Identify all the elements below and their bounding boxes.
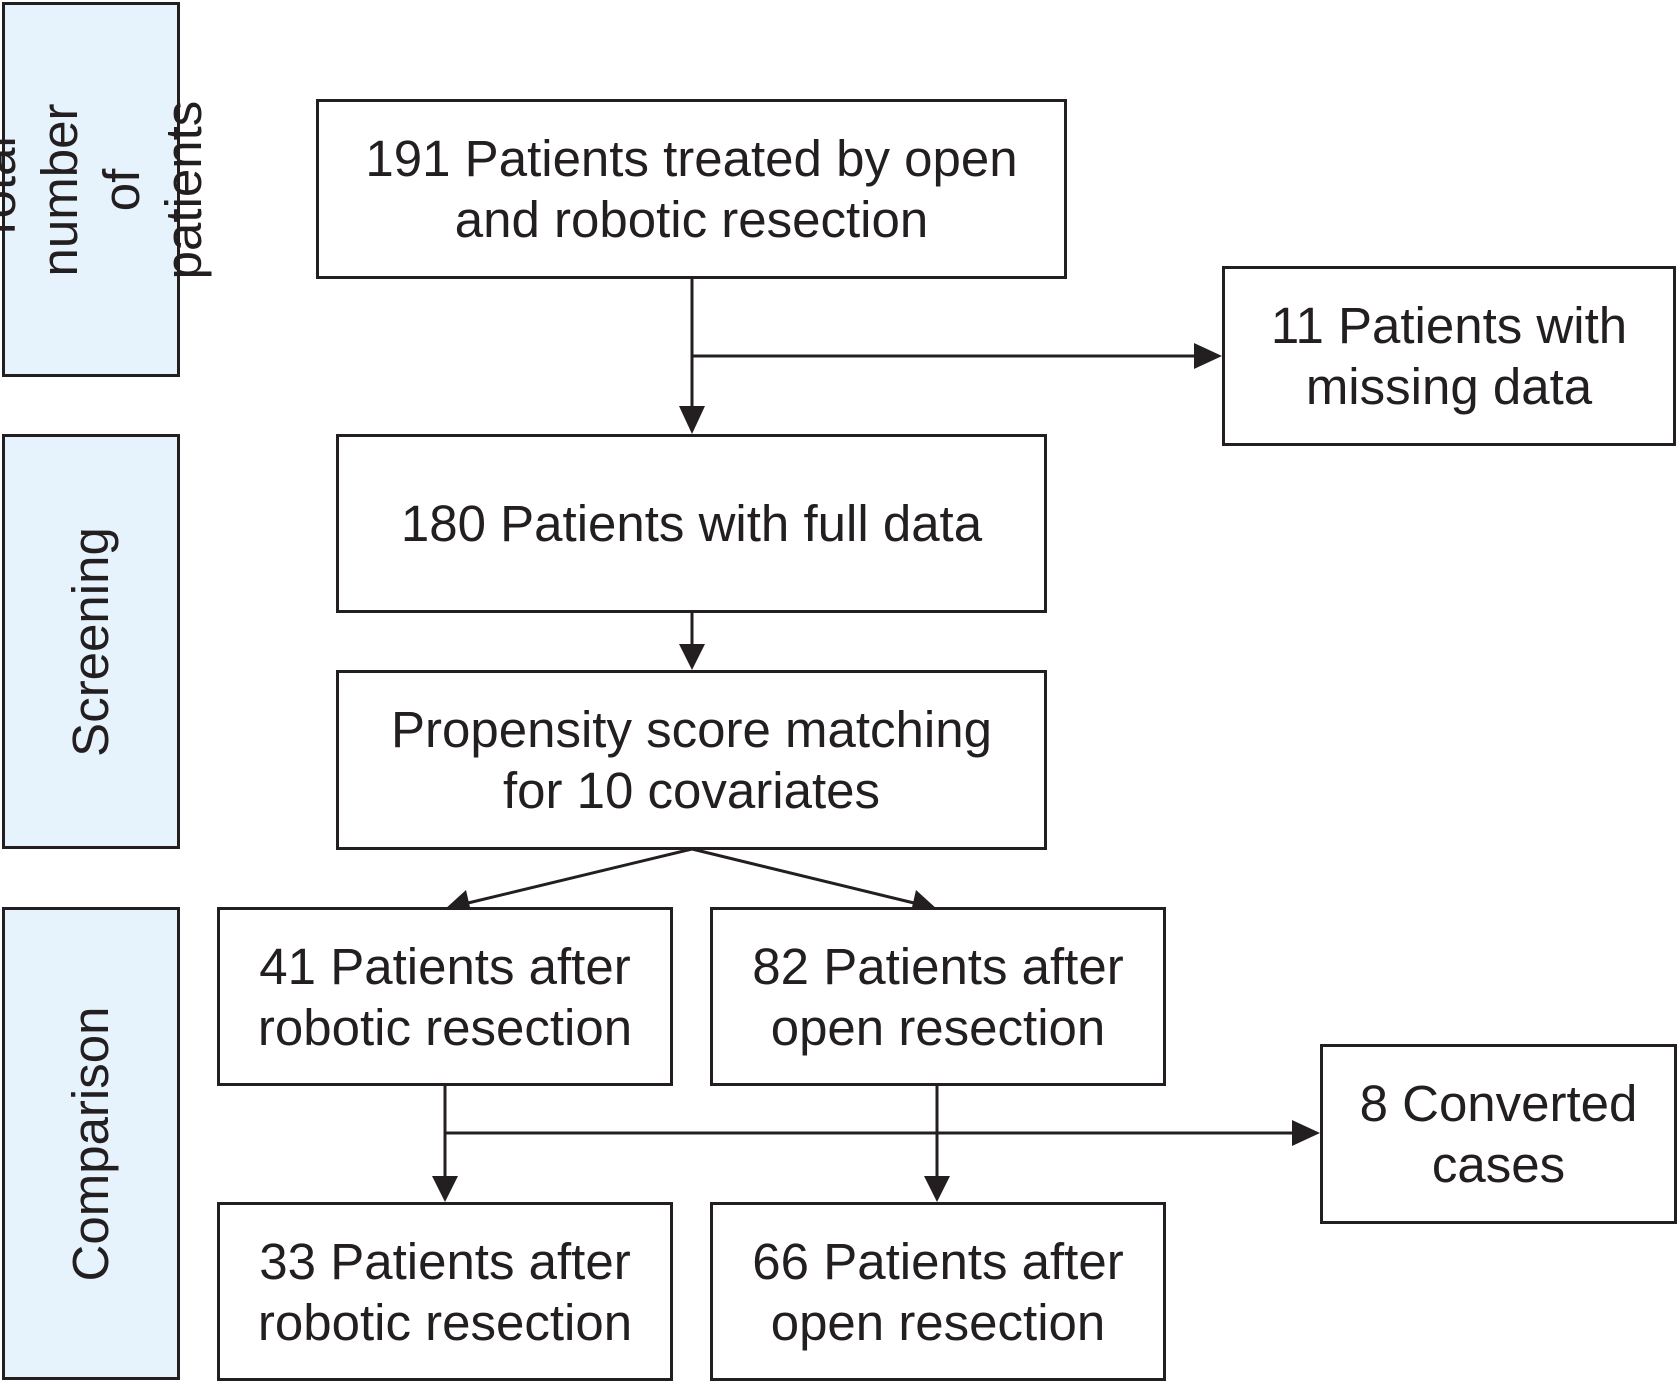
box-propensity: Propensity score matching for 10 covaria…	[336, 670, 1047, 850]
box-open-66-text: 66 Patients after open resection	[752, 1232, 1124, 1351]
box-robotic-33-text: 33 Patients after robotic resection	[257, 1232, 633, 1351]
box-open-82: 82 Patients after open resection	[710, 907, 1166, 1086]
phase-screening-label: Screening	[62, 526, 119, 757]
arrowhead-open-66	[924, 1176, 950, 1202]
box-open-66: 66 Patients after open resection	[710, 1202, 1166, 1381]
phase-total: Total number of patients	[0, 2, 212, 377]
box-propensity-text: Propensity score matching for 10 covaria…	[391, 701, 992, 819]
box-robotic-41: 41 Patients after robotic resection	[217, 907, 673, 1086]
arrowhead-robotic-33	[432, 1176, 458, 1202]
box-full-data: 180 Patients with full data	[336, 434, 1047, 613]
arrowhead-converted	[1292, 1120, 1320, 1146]
box-open-82-text: 82 Patients after open resection	[752, 937, 1124, 1056]
box-robotic-41-text: 41 Patients after robotic resection	[257, 937, 633, 1056]
phase-total-label: Total number of patients	[0, 100, 212, 279]
box-converted-text: 8 Converted cases	[1359, 1075, 1638, 1193]
phase-comparison: Comparison	[2, 907, 180, 1380]
phase-comparison-label: Comparison	[62, 1006, 119, 1281]
box-missing-data: 11 Patients with missing data	[1222, 266, 1676, 446]
box-total-patients: 191 Patients treated by open and robotic…	[316, 99, 1067, 279]
arrowhead-missing	[1194, 343, 1222, 369]
box-missing-data-text: 11 Patients with missing data	[1270, 297, 1628, 415]
box-robotic-33: 33 Patients after robotic resection	[217, 1202, 673, 1381]
arrowhead-propensity	[679, 644, 705, 670]
box-total-patients-text: 191 Patients treated by open and robotic…	[365, 130, 1018, 248]
arrowhead-full	[679, 406, 705, 434]
box-converted: 8 Converted cases	[1320, 1044, 1677, 1224]
arrow-propensity-to-robotic	[467, 847, 693, 905]
box-full-data-text: 180 Patients with full data	[400, 495, 983, 552]
arrow-propensity-to-open	[691, 847, 915, 905]
phase-screening: Screening	[2, 434, 180, 849]
